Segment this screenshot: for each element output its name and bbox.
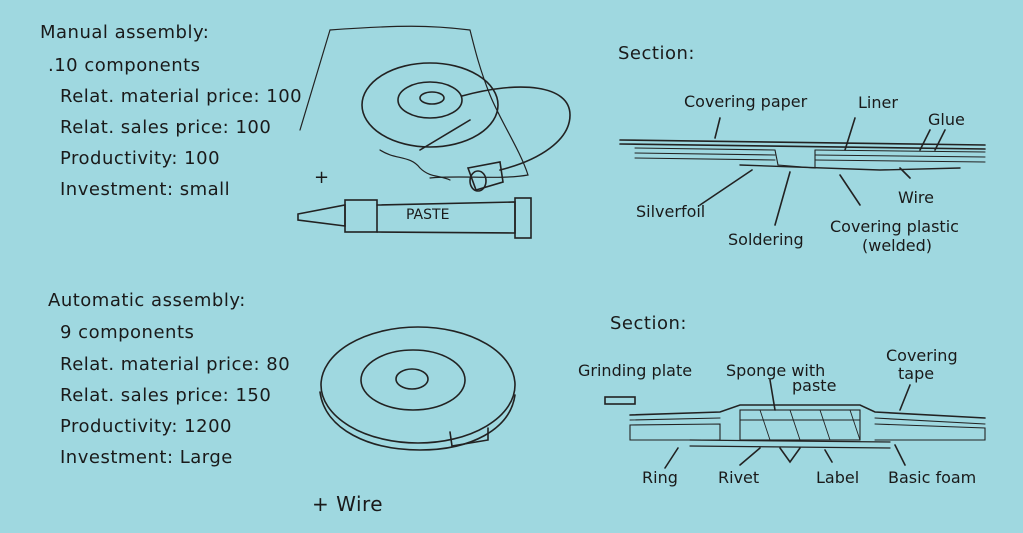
manual-electrode-sketch [299, 25, 571, 192]
section1-drawing [619, 117, 986, 226]
label-glue: Glue [928, 110, 965, 129]
manual-material-price: Relat. material price: 100 [60, 86, 303, 107]
manual-productivity: Productivity: 100 [60, 148, 221, 169]
section2-title: Section: [610, 313, 687, 334]
label-covering-paper: Covering paper [684, 92, 808, 111]
label-covering: Covering [886, 346, 958, 365]
label-liner: Liner [858, 93, 898, 112]
manual-components: .10 components [48, 55, 201, 76]
label-wire: Wire [898, 188, 934, 207]
automatic-electrode-disc [319, 326, 516, 451]
manual-sales-price: Relat. sales price: 100 [60, 117, 272, 138]
label-tape: tape [898, 364, 935, 383]
automatic-material-price: Relat. material price: 80 [60, 354, 291, 375]
automatic-plus-wire: + Wire [312, 492, 384, 516]
label-basic-foam: Basic foam [888, 468, 977, 487]
manual-investment: Investment: small [60, 179, 231, 200]
section1-title: Section: [618, 43, 695, 64]
label-ring: Ring [642, 468, 678, 487]
label-soldering: Soldering [728, 230, 804, 249]
manual-plus: + [314, 167, 330, 188]
manual-assembly-title: Manual assembly: [40, 22, 210, 43]
automatic-investment: Investment: Large [60, 447, 233, 468]
automatic-components: 9 components [60, 322, 195, 343]
paste-tube [297, 197, 532, 239]
label-grinding-plate: Grinding plate [578, 361, 693, 380]
label-rivet: Rivet [718, 468, 760, 487]
label-paste: paste [792, 376, 837, 395]
automatic-sales-price: Relat. sales price: 150 [60, 385, 272, 406]
label-covering-plastic: Covering plastic [830, 217, 959, 236]
label-silverfoil: Silverfoil [636, 202, 706, 221]
label-sponge-with: Sponge with [726, 361, 826, 380]
label-welded: (welded) [862, 236, 933, 255]
section2-drawing [604, 379, 986, 469]
automatic-assembly-title: Automatic assembly: [48, 290, 246, 311]
label-label: Label [816, 468, 860, 487]
paste-label: PASTE [406, 207, 450, 223]
automatic-productivity: Productivity: 1200 [60, 416, 232, 437]
